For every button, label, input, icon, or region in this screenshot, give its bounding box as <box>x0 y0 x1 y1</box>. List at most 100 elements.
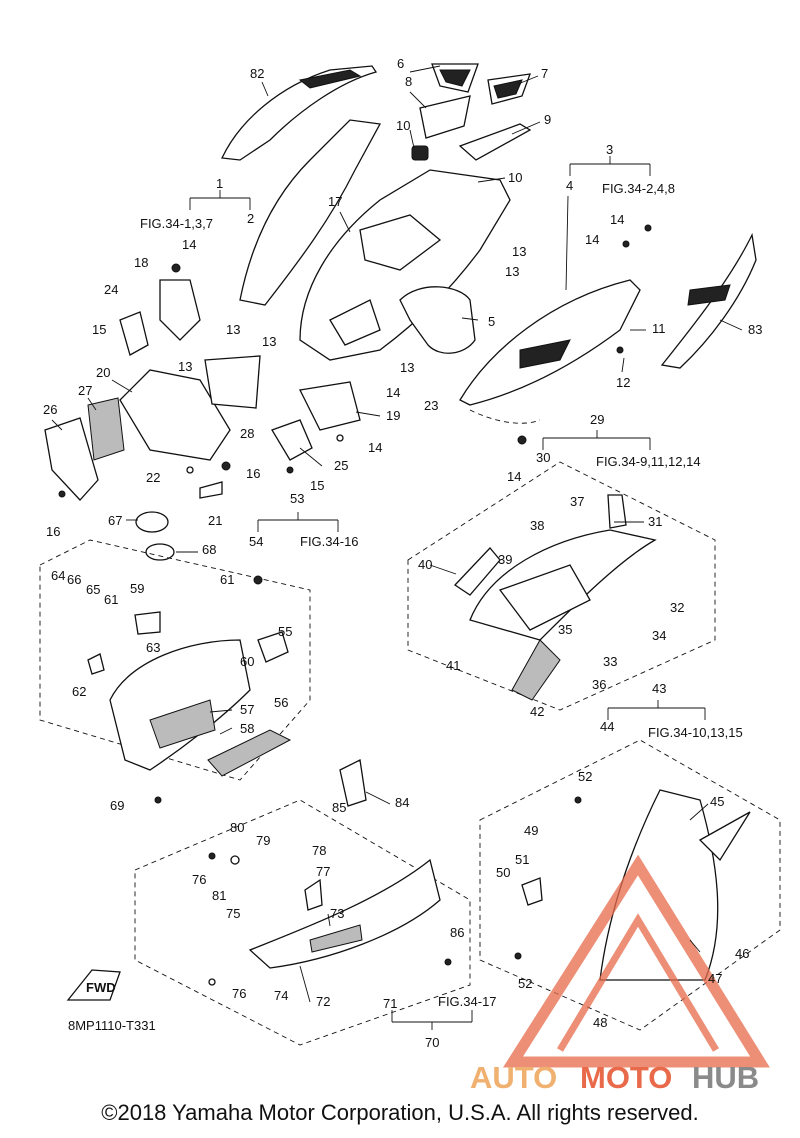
label-26: 26 <box>43 402 57 417</box>
label-64: 64 <box>51 568 65 583</box>
label-17: 17 <box>328 194 342 209</box>
label-71: 71 <box>383 996 397 1011</box>
watermark-moto: MOTO <box>580 1060 672 1095</box>
label-7: 7 <box>541 66 548 81</box>
part-72 <box>248 858 441 969</box>
label-14b: 14 <box>585 232 599 247</box>
part-8 <box>419 95 471 139</box>
label-2: 2 <box>247 211 254 226</box>
label-8: 8 <box>405 74 412 89</box>
label-13e: 13 <box>400 360 414 375</box>
label-49: 49 <box>524 823 538 838</box>
label-23: 23 <box>424 398 438 413</box>
label-82: 82 <box>250 66 264 81</box>
label-61b: 61 <box>220 572 234 587</box>
label-40: 40 <box>418 557 432 572</box>
part-82 <box>221 65 378 161</box>
part-4 <box>459 279 641 406</box>
part-40 <box>453 547 501 596</box>
group-3-bracket <box>569 156 651 176</box>
fig-ref-3: FIG.34-2,4,8 <box>602 181 675 196</box>
label-3: 3 <box>606 142 613 157</box>
part-21 <box>199 481 223 499</box>
label-14a: 14 <box>610 212 624 227</box>
part-55 <box>257 631 289 663</box>
group-53-bracket <box>257 512 339 532</box>
label-61a: 61 <box>104 592 118 607</box>
label-31: 31 <box>648 514 662 529</box>
fwd-label: FWD <box>86 980 116 995</box>
part-2 <box>239 119 382 306</box>
label-14c: 14 <box>182 237 196 252</box>
label-27: 27 <box>78 383 92 398</box>
label-14f: 14 <box>507 469 521 484</box>
label-51: 51 <box>515 852 529 867</box>
label-34: 34 <box>652 628 666 643</box>
label-37: 37 <box>570 494 584 509</box>
watermark-hub: HUB <box>692 1060 759 1095</box>
part-20 <box>119 369 231 461</box>
label-9: 9 <box>544 112 551 127</box>
label-58: 58 <box>240 721 254 736</box>
label-41: 41 <box>446 658 460 673</box>
label-73: 73 <box>330 906 344 921</box>
group-54-frame <box>39 539 311 781</box>
part-5 <box>399 286 476 354</box>
label-56: 56 <box>274 695 288 710</box>
label-10a: 10 <box>396 118 410 133</box>
label-76b: 76 <box>232 986 246 1001</box>
part-51 <box>521 877 543 906</box>
fig-ref-43: FIG.34-10,13,15 <box>648 725 743 740</box>
part-24 <box>119 311 149 356</box>
label-5: 5 <box>488 314 495 329</box>
part-9 <box>458 123 532 161</box>
label-45: 45 <box>710 794 724 809</box>
label-36: 36 <box>592 677 606 692</box>
label-60: 60 <box>240 654 254 669</box>
label-16a: 16 <box>246 466 260 481</box>
part-59 <box>134 611 161 635</box>
label-80: 80 <box>230 820 244 835</box>
part-77 <box>304 878 323 911</box>
label-77: 77 <box>316 864 330 879</box>
label-29: 29 <box>590 412 604 427</box>
copyright-notice: ©2018 Yamaha Motor Corporation, U.S.A. A… <box>101 1100 699 1125</box>
label-81: 81 <box>212 888 226 903</box>
label-52a: 52 <box>578 769 592 784</box>
label-32: 32 <box>670 600 684 615</box>
label-25: 25 <box>334 458 348 473</box>
label-53: 53 <box>290 491 304 506</box>
label-48: 48 <box>593 1015 607 1030</box>
label-6: 6 <box>397 56 404 71</box>
label-76a: 76 <box>192 872 206 887</box>
label-11: 11 <box>652 321 666 336</box>
label-38: 38 <box>530 518 544 533</box>
part-19 <box>299 381 361 431</box>
label-46: 46 <box>735 946 749 961</box>
label-30: 30 <box>536 450 550 465</box>
label-18: 18 <box>134 255 148 270</box>
part-45 <box>698 811 751 862</box>
group-30-frame <box>407 461 716 711</box>
part-42 <box>511 639 561 701</box>
group-29-bracket <box>542 430 651 450</box>
label-52b: 52 <box>518 976 532 991</box>
part-28 <box>204 355 261 409</box>
part-57 <box>109 639 251 771</box>
label-14d: 14 <box>386 385 400 400</box>
label-13a: 13 <box>512 244 526 259</box>
label-15b: 15 <box>310 478 324 493</box>
label-78: 78 <box>312 843 326 858</box>
label-43: 43 <box>652 681 666 696</box>
label-20: 20 <box>96 365 110 380</box>
label-86: 86 <box>450 925 464 940</box>
label-54: 54 <box>249 534 263 549</box>
part-68 <box>145 543 175 561</box>
part-18 <box>159 279 201 341</box>
group-71-frame <box>134 799 471 1046</box>
label-59: 59 <box>130 581 144 596</box>
label-13b: 13 <box>505 264 519 279</box>
part-84 <box>339 759 367 807</box>
part-31 <box>607 494 627 529</box>
group-44-frame <box>479 739 781 1031</box>
